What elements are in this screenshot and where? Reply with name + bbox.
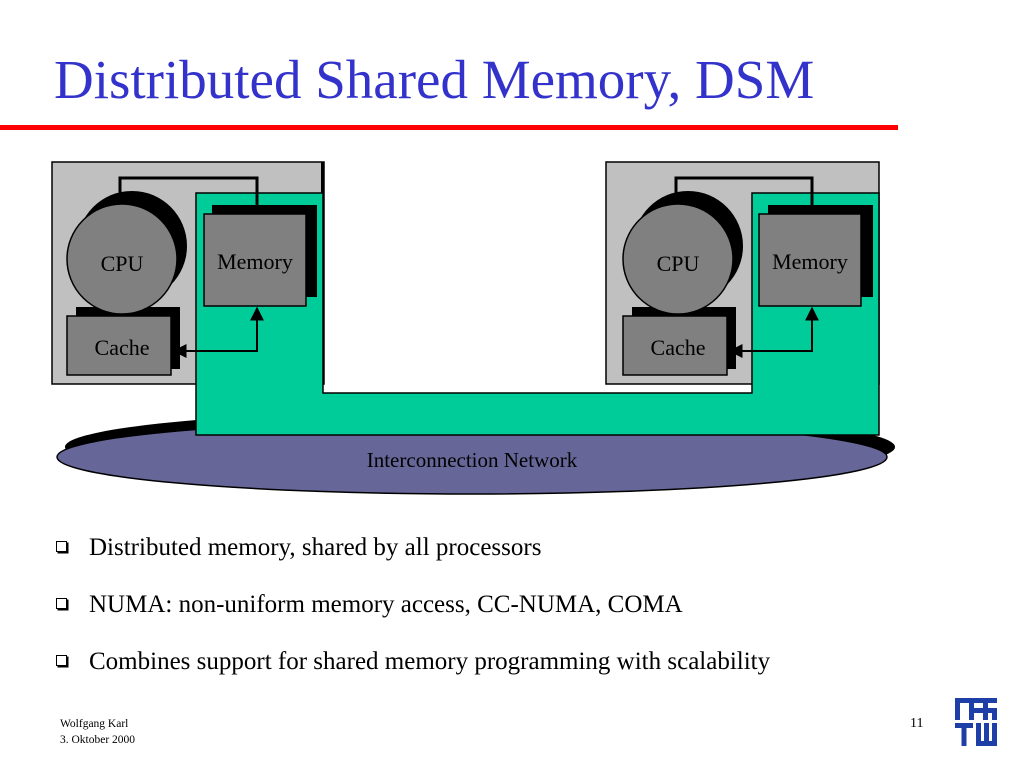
square-bullet-icon [56,597,67,609]
bullet-item: NUMA: non-uniform memory access, CC-NUMA… [56,585,770,642]
slide-title: Distributed Shared Memory, DSM [54,49,815,110]
node-right-components: Cache CPU Memory [622,176,873,376]
title-underline [0,125,898,130]
memory-label-left: Memory [217,249,293,274]
bullet-text: Combines support for shared memory progr… [89,648,771,675]
cpu-disk-left [66,203,178,315]
cache-label-right: Cache [651,335,706,360]
bullet-text: NUMA: non-uniform memory access, CC-NUMA… [89,591,683,618]
footer-info: Wolfgang Karl 3. Oktober 2000 [60,716,135,748]
bullet-item: Distributed memory, shared by all proces… [56,528,770,585]
footer-date: 3. Oktober 2000 [60,734,136,746]
cpu-disk-right [622,203,734,315]
bullet-text: Distributed memory, shared by all proces… [89,534,542,561]
cache-box-right [622,315,728,376]
dsm-diagram: Interconnection Network Cache CPU Memory… [51,161,895,495]
node-left-components: Cache CPU Memory [66,176,317,376]
cache-memory-arrow-right [728,306,819,358]
page-number: 11 [910,716,924,731]
cache-memory-arrow-left [172,306,264,358]
network-label: Interconnection Network [367,448,578,472]
cache-label-left: Cache [95,335,150,360]
square-bullet-icon [56,654,67,666]
bullet-list: Distributed memory, shared by all proces… [56,528,770,699]
square-bullet-icon [56,540,67,552]
university-logo-icon [955,698,997,746]
cpu-label-left: CPU [101,251,144,276]
memory-box-left [203,213,307,307]
memory-box-right [758,213,862,307]
cpu-label-right: CPU [657,251,700,276]
bullet-item: Combines support for shared memory progr… [56,642,770,699]
memory-label-right: Memory [772,249,848,274]
cache-box-left [66,315,172,376]
footer-author: Wolfgang Karl [60,718,129,730]
